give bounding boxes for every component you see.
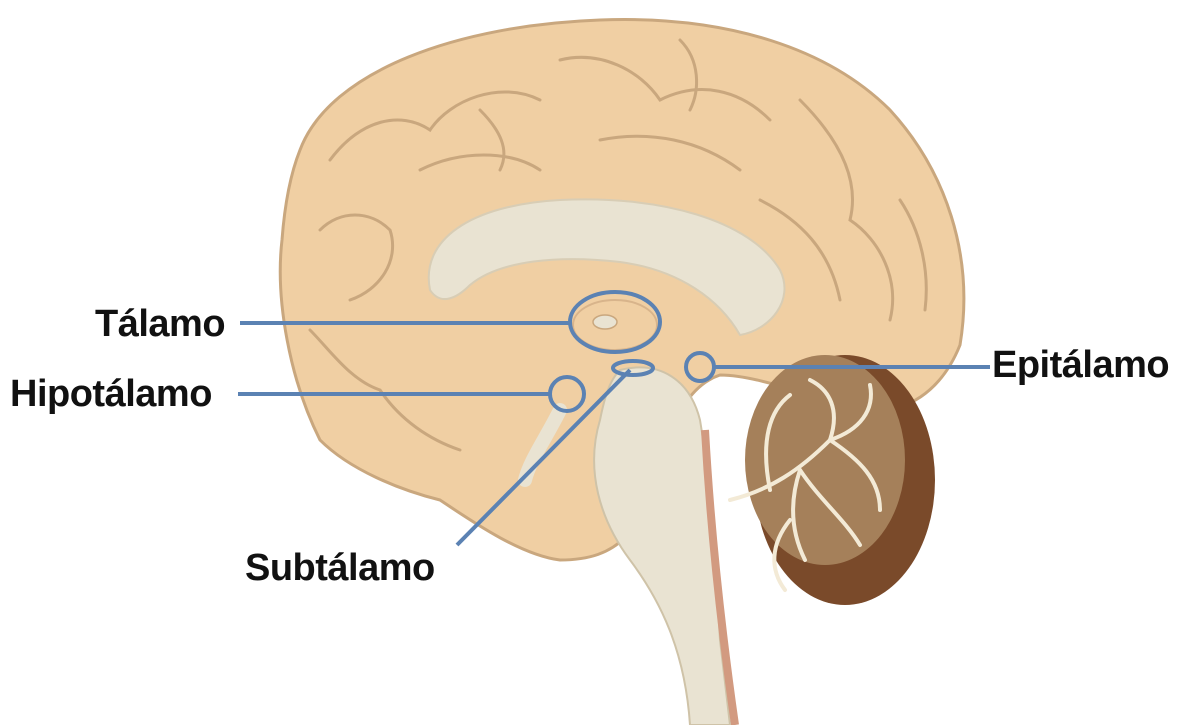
cerebellum [730, 355, 935, 605]
thalamus-core [593, 315, 617, 329]
label-hypothalamus: Hipotálamo [10, 373, 212, 415]
label-epithalamus: Epitálamo [992, 344, 1169, 386]
label-thalamus: Tálamo [95, 303, 225, 345]
label-subthalamus: Subtálamo [245, 547, 435, 589]
